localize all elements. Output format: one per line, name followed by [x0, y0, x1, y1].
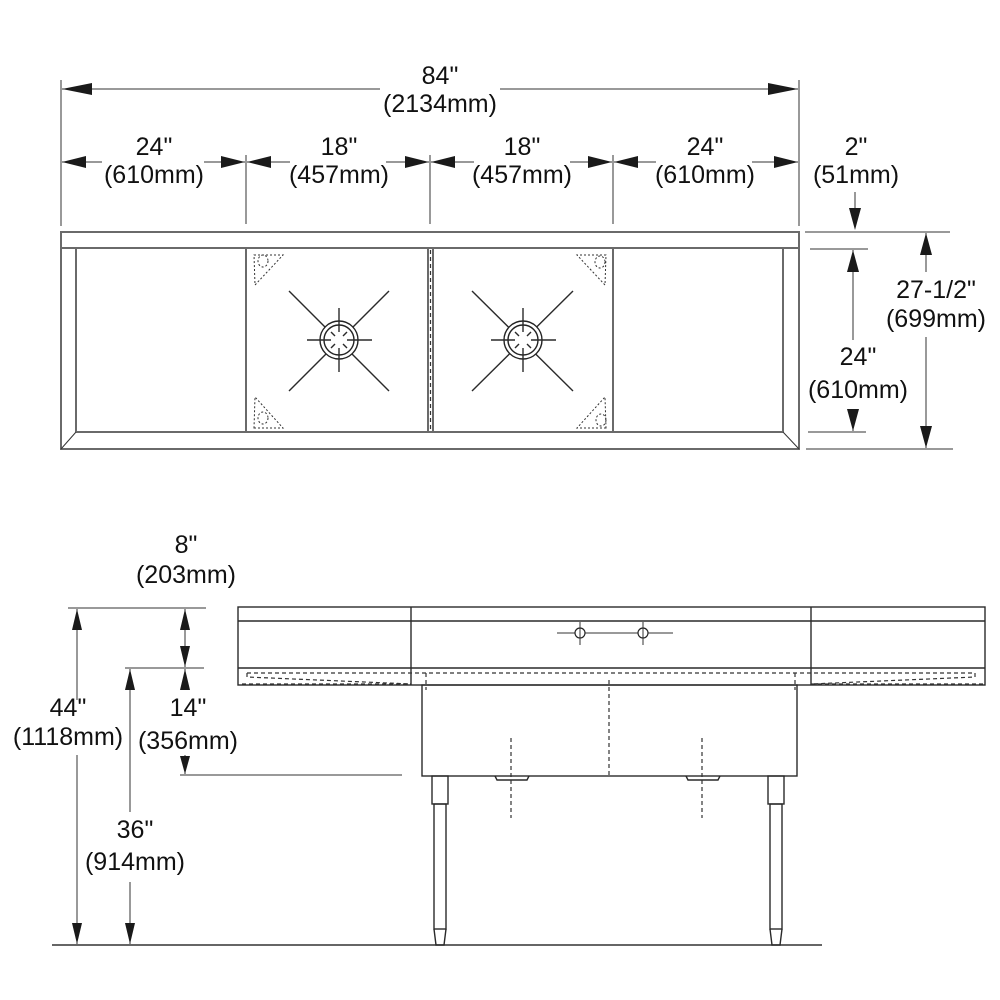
- sink-plan-outline: [60, 231, 800, 450]
- sink-bowl-body: [421, 673, 798, 818]
- corner-gusset-icons: [253, 254, 607, 429]
- left-drainboard-imperial: 24": [136, 133, 173, 161]
- backsplash-depth-imperial: 2": [845, 133, 868, 161]
- bowl-depth-top-metric: (610mm): [808, 376, 908, 404]
- bowl-depth-top-imperial: 24": [840, 343, 877, 371]
- bowl-depth-front-metric: (356mm): [138, 727, 238, 755]
- right-bowl-imperial: 18": [504, 133, 541, 161]
- left-bowl-drain-icon: [288, 290, 390, 392]
- overall-height-metric: (1118mm): [13, 723, 123, 751]
- left-bowl-imperial: 18": [321, 133, 358, 161]
- right-drainboard-metric: (610mm): [655, 161, 755, 189]
- left-leg: [431, 775, 449, 946]
- dimension-overall-width: 84" (2134mm): [62, 62, 798, 118]
- left-drainboard-metric: (610mm): [104, 161, 204, 189]
- overall-width-metric: (2134mm): [383, 90, 497, 118]
- rim-height-imperial: 36": [117, 816, 154, 844]
- right-leg: [767, 775, 785, 946]
- dimension-left-bowl: 18" (457mm): [247, 133, 429, 189]
- right-bowl-drain-icon: [471, 290, 574, 392]
- dimension-rim-height: 36" (914mm): [85, 669, 185, 944]
- bowl-depth-front-imperial: 14": [170, 694, 207, 722]
- backsplash-height-imperial: 8": [175, 531, 198, 559]
- dimension-backsplash-height: 8" (203mm): [68, 531, 236, 669]
- dimension-overall-depth: 27-1/2" (699mm): [886, 233, 986, 448]
- backsplash-depth-metric: (51mm): [813, 161, 899, 189]
- top-extension-lines: [60, 80, 800, 226]
- rim-height-metric: (914mm): [85, 848, 185, 876]
- left-bowl-metric: (457mm): [289, 161, 389, 189]
- top-view: 84" (2134mm) 24" (610mm) 18" (457mm) 18": [60, 62, 986, 450]
- overall-width-imperial: 84": [422, 62, 459, 90]
- dimension-left-drainboard: 24" (610mm): [62, 133, 245, 189]
- right-drainboard-imperial: 24": [687, 133, 724, 161]
- sink-elevation-outline: [237, 606, 986, 686]
- dimension-right-bowl: 18" (457mm): [431, 133, 612, 189]
- right-bowl-metric: (457mm): [472, 161, 572, 189]
- dimension-bowl-depth-top: 24" (610mm): [808, 250, 908, 431]
- overall-depth-metric: (699mm): [886, 305, 986, 333]
- dimension-right-drainboard: 24" (610mm): [614, 133, 798, 189]
- overall-depth-imperial: 27-1/2": [896, 276, 976, 304]
- dimension-backsplash-depth: 2" (51mm): [813, 133, 899, 230]
- front-view: 8" (203mm) 44" (1118mm) 14" (356mm): [13, 531, 986, 946]
- dimension-bowl-depth-front: 14" (356mm): [138, 669, 402, 776]
- dimension-overall-height: 44" (1118mm): [13, 609, 123, 944]
- depth-extension-lines: [805, 231, 953, 450]
- backsplash-height-metric: (203mm): [136, 561, 236, 589]
- faucet-holes-icon: [557, 622, 673, 645]
- overall-height-imperial: 44": [50, 694, 87, 722]
